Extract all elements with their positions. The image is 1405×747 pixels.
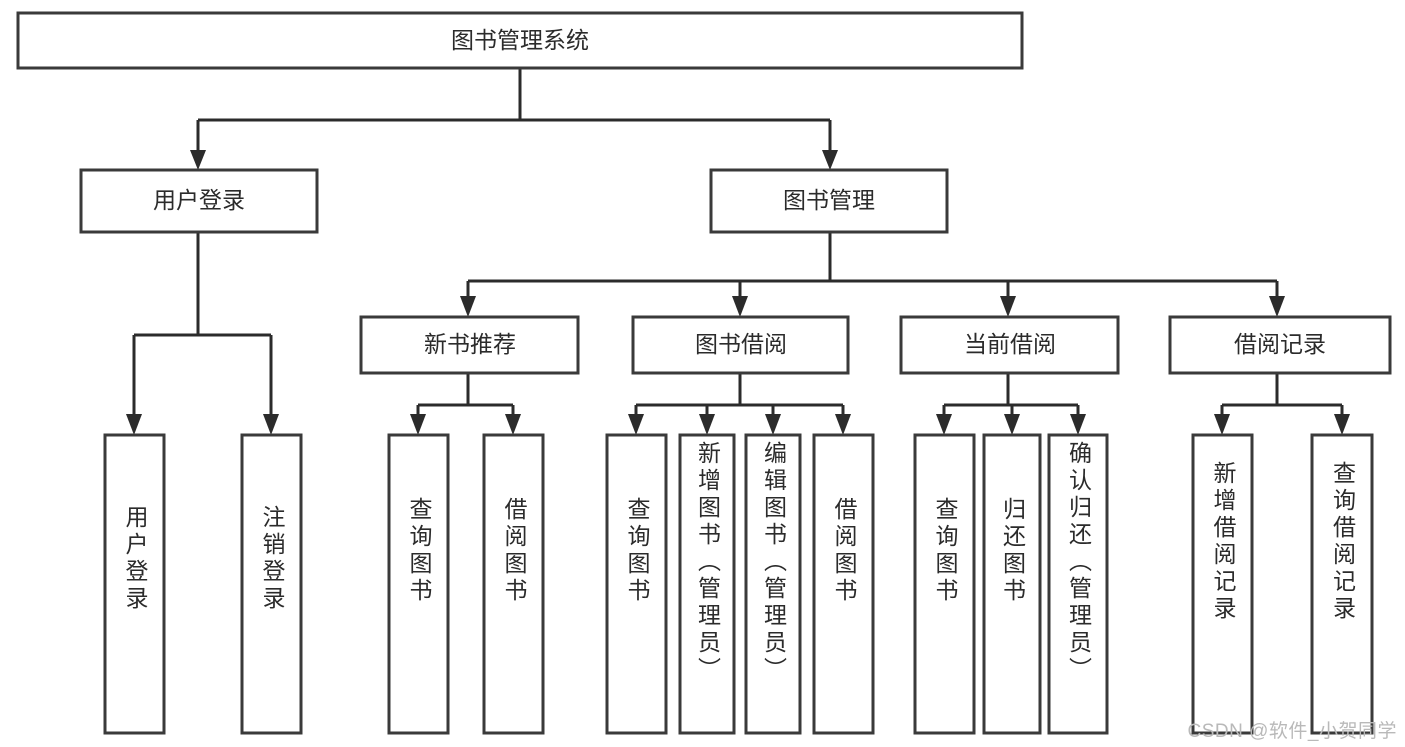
leaf-box-add-book-admin[interactable] [678,433,736,735]
arrow-book-mgmt-child-3 [1000,296,1016,317]
node-current-borrow-label: 当前借阅 [964,331,1056,357]
arrow-user-login-leaf-1 [126,414,142,435]
arrow-new-book-leaf-2 [505,414,521,435]
leaf-box-borrow-book[interactable] [812,433,875,735]
arrow-current-borrow-leaf-1 [936,414,952,435]
arrow-book-mgmt-child-1 [460,296,476,317]
node-new-book-recommend-label: 新书推荐 [424,331,516,357]
node-book-management-box[interactable] [709,168,949,234]
arrow-borrow-record-leaf-2 [1334,414,1350,435]
node-current-borrow[interactable]: 当前借阅 [899,315,1120,375]
node-book-management[interactable]: 图书管理 [709,168,949,234]
leaf-box-return-book[interactable] [982,433,1042,735]
node-user-login-box[interactable] [79,168,319,234]
node-current-borrow-box[interactable] [899,315,1120,375]
leaf-box-borrow-book-new[interactable] [482,433,545,735]
arrow-book-mgmt-child-2 [732,296,748,317]
node-new-book-recommend-box[interactable] [359,315,580,375]
arrow-current-borrow-leaf-3 [1070,414,1086,435]
arrow-borrow-leaf-4 [835,414,851,435]
leaf-box-logout[interactable] [240,433,303,735]
node-user-login-label: 用户登录 [153,187,245,213]
leaf-box-query-borrow-record[interactable] [1310,433,1374,735]
node-book-borrow-box[interactable] [631,315,850,375]
node-book-borrow-label: 图书借阅 [695,331,787,357]
connector-layer [126,68,1350,435]
arrow-borrow-leaf-1 [628,414,644,435]
node-root[interactable]: 图书管理系统 [16,11,1024,70]
node-user-login[interactable]: 用户登录 [79,168,319,234]
node-book-management-label: 图书管理 [783,187,875,213]
arrow-new-book-leaf-1 [410,414,426,435]
leaf-box-user-login[interactable] [103,433,166,735]
leaf-box-query-book-current[interactable] [913,433,976,735]
leaf-box-query-book-borrow[interactable] [605,433,668,735]
leaf-box-query-book-new[interactable] [387,433,450,735]
leaf-box-layer [103,433,1374,735]
node-root-label: 图书管理系统 [451,27,589,53]
arrow-borrow-leaf-3 [765,414,781,435]
leaf-box-confirm-return-admin[interactable] [1047,433,1109,735]
arrow-root-to-book-mgmt [822,150,838,170]
arrow-borrow-record-leaf-1 [1214,414,1230,435]
leaf-box-edit-book-admin[interactable] [744,433,802,735]
arrow-borrow-leaf-2 [699,414,715,435]
node-book-borrow[interactable]: 图书借阅 [631,315,850,375]
node-borrow-record[interactable]: 借阅记录 [1168,315,1392,375]
node-borrow-record-label: 借阅记录 [1234,331,1326,357]
arrow-current-borrow-leaf-2 [1004,414,1020,435]
node-root-box[interactable] [16,11,1024,70]
node-new-book-recommend[interactable]: 新书推荐 [359,315,580,375]
arrow-book-mgmt-child-4 [1269,296,1285,317]
leaf-box-add-borrow-record[interactable] [1191,433,1254,735]
node-borrow-record-box[interactable] [1168,315,1392,375]
arrow-user-login-leaf-2 [263,414,279,435]
arrow-root-to-user-login [190,150,206,170]
